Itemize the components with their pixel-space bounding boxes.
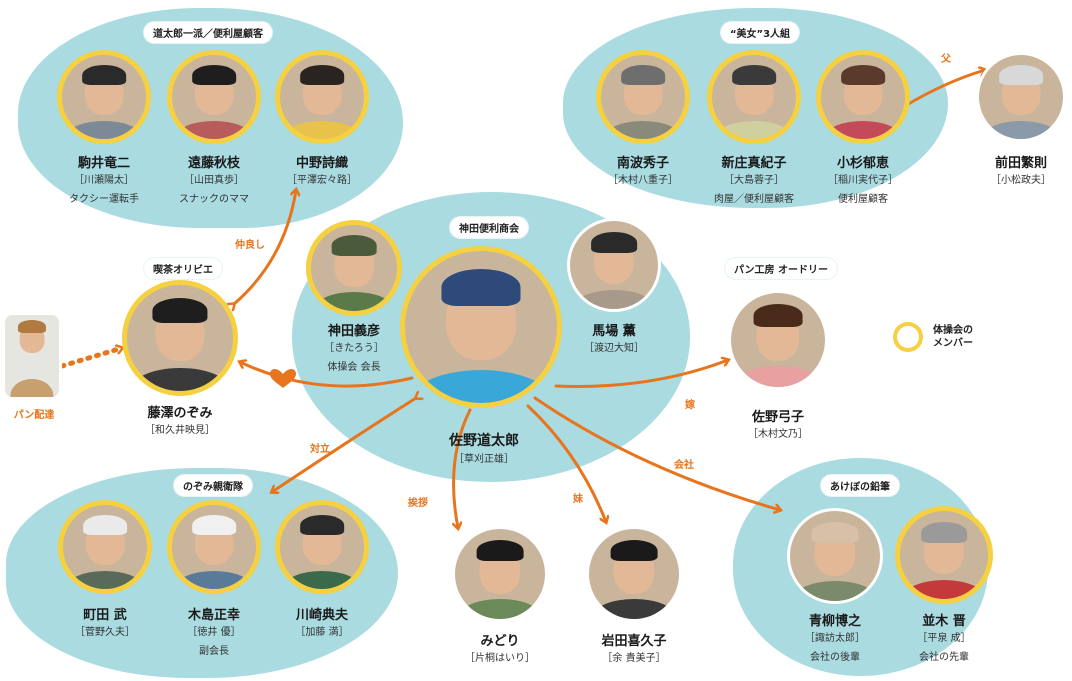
legend-ring-icon [893,322,923,352]
portrait-pan-delivery [2,312,62,400]
portrait-namiki [895,506,993,604]
actor-yumiko: ［木村文乃］ [748,429,808,440]
group-label-bijo: “美女”3人組 [720,22,800,43]
group-label-kanda: 神田便利商会 [450,217,528,238]
name-yumiko: 佐野弓子 [751,410,805,425]
role-namiki: 会社の先輩 [919,652,969,663]
actor-machida: ［菅野久夫］ [75,627,135,638]
portrait-kawasaki [275,500,369,594]
relation-label-aisatsu: 挨拶 [408,498,428,509]
arrow-nakayoshi [234,190,296,304]
name-endo: 遠藤秋枝 [187,156,241,171]
relation-label-imouto: 妹 [573,494,583,505]
role-shinjo: 肉屋／便利屋顧客 [714,194,794,205]
portrait-maeda [976,52,1066,142]
role-endo: スナックのママ [179,194,249,205]
legend-text: 体操会の メンバー [933,324,973,350]
relation-label-yome: 嫁 [685,400,695,411]
actor-endo: ［山田真歩］ [184,175,244,186]
portrait-machida [58,500,152,594]
portrait-endo [167,50,261,144]
portrait-minami [596,50,690,144]
actor-shinjo: ［大島蓉子］ [724,175,784,186]
group-label-kissa: 喫茶オリビエ [144,258,222,279]
actor-komai: ［川瀬陽太］ [74,175,134,186]
relation-label-pan-haitatsu: パン配達 [13,410,55,421]
name-kanda: 神田義彦 [327,324,381,339]
role-aoyagi: 会社の後輩 [810,652,860,663]
name-maeda: 前田繁則 [994,156,1048,171]
arrow-to-nozomi [240,362,414,388]
name-nakano: 中野詩織 [295,156,349,171]
role-komai: タクシー運転手 [69,194,139,205]
arrow-tairitsu [272,398,416,492]
actor-namiki: ［平泉 成］ [917,633,971,644]
name-aoyagi: 青柳博之 [808,614,862,629]
actor-nakano: ［平澤宏々路］ [287,175,357,186]
name-kosugi: 小杉郁恵 [836,156,890,171]
arrow-pan-haitatsu [59,348,122,369]
portrait-nakano [275,50,369,144]
portrait-iwata [586,526,682,622]
arrow-kaisha [533,396,780,510]
portrait-yumiko [728,290,828,390]
name-machida: 町田 武 [83,608,127,623]
relation-label-father: 父 [941,54,951,65]
portrait-aoyagi [787,508,883,604]
actor-kanda: ［きたろう］ [324,343,384,354]
name-shinjo: 新庄真紀子 [721,156,787,171]
name-minami: 南波秀子 [616,156,670,171]
relation-label-nakayoshi: 仲良し [235,240,265,251]
actor-baba: ［渡辺大知］ [584,343,644,354]
actor-aoyagi: ［諏訪太郎］ [805,633,865,644]
portrait-kanda [306,220,402,316]
portrait-fujisawa [122,280,238,396]
actor-minami: ［木村八重子］ [608,175,678,186]
arrow-yome [554,360,728,388]
arrow-aisatsu [454,408,472,528]
relation-label-tairitsu: 対立 [310,444,330,455]
name-namiki: 並木 晋 [922,614,966,629]
role-kosugi: 便利屋顧客 [838,194,888,205]
actor-kijima: ［徳井 優］ [187,627,241,638]
portrait-sano [400,246,562,408]
actor-sano: ［草刈正雄］ [454,454,514,465]
portrait-komai [57,50,151,144]
portrait-kijima [167,500,261,594]
name-komai: 駒井竜二 [77,156,131,171]
name-sano: 佐野道太郎 [449,433,519,449]
actor-iwata: ［余 貴美子］ [602,653,666,664]
name-midori: みどり [480,634,520,649]
arrow-imouto [526,404,606,522]
role-kanda: 体操会 会長 [327,362,381,373]
portrait-baba [567,218,661,312]
actor-maeda: ［小松政夫］ [991,175,1051,186]
legend-line2: メンバー [933,338,973,349]
role-kijima: 副会長 [199,646,229,657]
arrow-father [903,70,985,108]
actor-midori: ［片桐はいり］ [465,653,535,664]
name-baba: 馬場 薫 [592,324,636,339]
name-fujisawa: 藤澤のぞみ [147,406,213,421]
portrait-midori [452,526,548,622]
name-kijima: 木島正幸 [187,608,241,623]
legend-line1: 体操会の [933,325,973,336]
group-label-michitaro: 道太郎一派／便利屋顧客 [144,22,272,43]
actor-kawasaki: ［加藤 満］ [295,627,349,638]
portrait-shinjo [707,50,801,144]
name-kawasaki: 川崎典夫 [295,608,349,623]
group-label-nozomi: のぞみ親衛隊 [174,475,252,496]
actor-kosugi: ［稲川実代子］ [828,175,898,186]
group-label-pan: パン工房 オードリー [725,258,837,279]
heart-icon [270,369,296,388]
name-iwata: 岩田喜久子 [601,634,667,649]
relation-label-kaisha: 会社 [674,460,694,471]
actor-fujisawa: ［和久井映見］ [145,425,215,436]
group-label-akebono: あけぼの鉛筆 [821,475,899,496]
portrait-kosugi [816,50,910,144]
